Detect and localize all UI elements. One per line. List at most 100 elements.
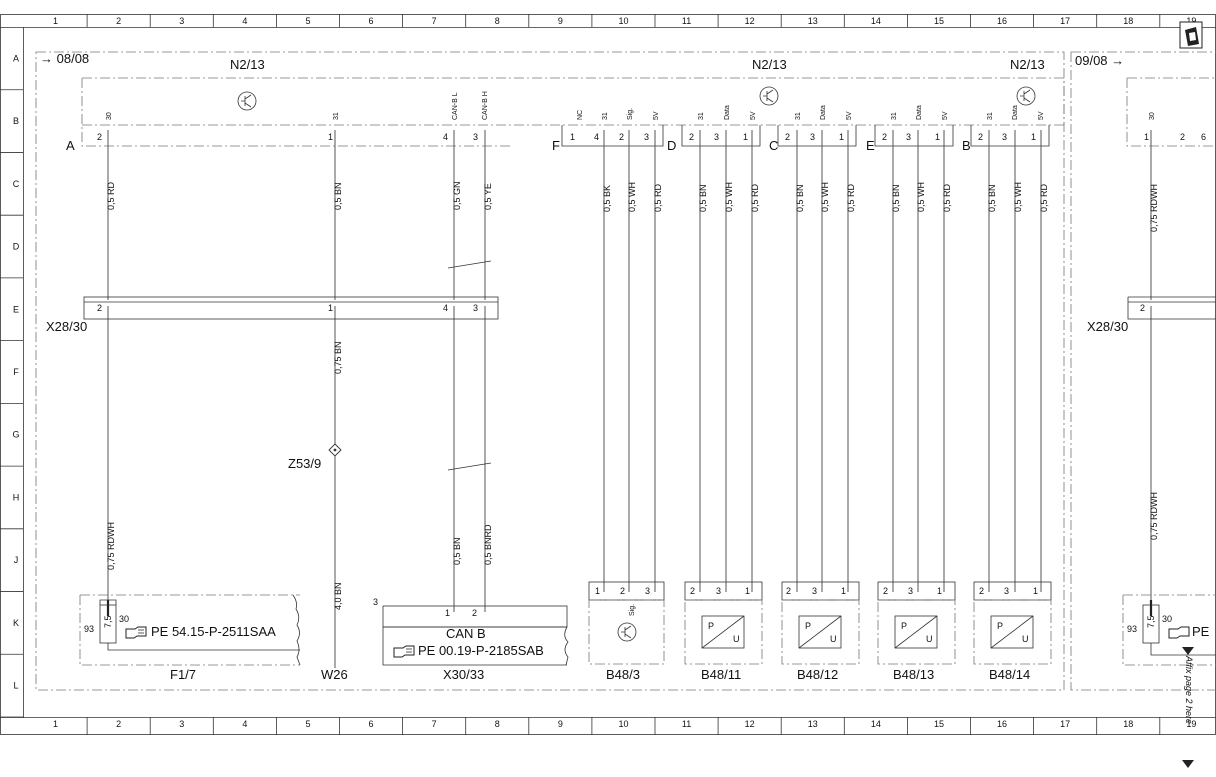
svg-text:1: 1 <box>595 586 600 596</box>
svg-text:2: 2 <box>883 586 888 596</box>
svg-text:30: 30 <box>106 112 113 120</box>
svg-text:0,5 YE: 0,5 YE <box>483 183 493 210</box>
z53-9-label: Z53/9 <box>288 456 321 471</box>
w26-label: W26 <box>321 667 348 682</box>
right-reference-link[interactable]: PE <box>1192 624 1210 639</box>
fuse-box-right-partial[interactable] <box>1122 594 1216 666</box>
sensor-b48-14[interactable] <box>973 581 1052 665</box>
x30-33-label: X30/33 <box>443 667 484 682</box>
column-label: 1 <box>53 16 58 26</box>
svg-text:5V: 5V <box>1038 111 1045 120</box>
b48-11-label: B48/11 <box>701 667 741 682</box>
svg-text:Data: Data <box>820 105 827 120</box>
svg-text:0,5 BN: 0,5 BN <box>698 184 708 212</box>
column-label: 16 <box>997 16 1007 26</box>
svg-text:0,5 BNRD: 0,5 BNRD <box>483 524 493 565</box>
column-label: 12 <box>745 16 755 26</box>
svg-text:31: 31 <box>795 112 802 120</box>
svg-text:Data: Data <box>1012 105 1019 120</box>
z53-9-splice[interactable] <box>328 443 342 457</box>
svg-text:2: 2 <box>785 132 790 142</box>
svg-text:5V: 5V <box>846 111 853 120</box>
row-label: B <box>13 116 19 126</box>
sensor-b48-11[interactable] <box>684 581 763 665</box>
column-grid: 1122334455667788991010111112121313141415… <box>53 14 1196 735</box>
column-label: 3 <box>179 719 184 729</box>
svg-text:3: 3 <box>644 132 649 142</box>
page-ref-left[interactable]: → 08/08 <box>40 51 89 66</box>
column-label: 17 <box>1060 719 1070 729</box>
column-label: 4 <box>242 16 247 26</box>
sensor-b48-12[interactable] <box>781 581 860 665</box>
can-pin-2: 2 <box>472 608 477 618</box>
pin-labels: 30 31 CAN-B L CAN-B H NC 31 Sig. 5V 31 D… <box>106 91 1156 120</box>
svg-text:6: 6 <box>1201 132 1206 142</box>
svg-text:1: 1 <box>1031 132 1036 142</box>
svg-text:0,75 RDWH: 0,75 RDWH <box>106 522 116 570</box>
svg-text:Sig.: Sig. <box>629 604 636 616</box>
column-label: 5 <box>305 719 310 729</box>
sensor-b48-3[interactable] <box>588 581 665 665</box>
manual-reference-icon <box>1168 626 1190 639</box>
sensor-b48-13[interactable] <box>877 581 956 665</box>
row-label: D <box>13 242 20 252</box>
svg-text:3: 3 <box>1002 132 1007 142</box>
svg-text:31: 31 <box>891 112 898 120</box>
right-fuse-rating: 7,5 <box>1146 615 1156 628</box>
svg-text:U: U <box>1022 634 1029 644</box>
connector-d: D <box>667 138 676 153</box>
row-label: L <box>13 681 18 691</box>
svg-text:2: 2 <box>1180 132 1185 142</box>
column-label: 10 <box>618 719 628 729</box>
x28-30-connector[interactable] <box>83 296 1216 320</box>
column-label: 11 <box>682 16 691 26</box>
fuse-box-f1-7[interactable] <box>79 594 301 666</box>
svg-text:4,0 BN: 4,0 BN <box>333 582 343 610</box>
column-label: 1 <box>53 719 58 729</box>
column-label: 9 <box>558 16 563 26</box>
svg-text:0,5 BN: 0,5 BN <box>452 537 462 565</box>
svg-text:2: 2 <box>97 303 102 313</box>
b48-13-label: B48/13 <box>893 667 934 682</box>
fuse-terminal: 30 <box>119 614 129 624</box>
svg-text:3: 3 <box>473 303 478 313</box>
page-ref-right[interactable]: 09/08 → <box>1075 53 1124 68</box>
connector-b: B <box>962 138 971 153</box>
row-label: E <box>13 304 19 314</box>
column-label: 9 <box>558 719 563 729</box>
svg-text:Data: Data <box>916 105 923 120</box>
fuse-reference-link[interactable]: PE 54.15-P-2511SAA <box>151 624 276 639</box>
x28-30-label: X28/30 <box>46 319 87 334</box>
can-b-block[interactable] <box>382 605 569 666</box>
svg-text:0,75 RDWH: 0,75 RDWH <box>1149 184 1159 232</box>
svg-text:0,5 RD: 0,5 RD <box>846 183 856 212</box>
can-pin-1: 1 <box>445 608 450 618</box>
sensor-group <box>588 581 1052 665</box>
svg-text:2: 2 <box>97 132 102 142</box>
column-label: 7 <box>432 719 437 729</box>
column-label: 16 <box>997 719 1007 729</box>
connector-c: C <box>769 138 778 153</box>
svg-text:5V: 5V <box>750 111 757 120</box>
b48-3-label: B48/3 <box>606 667 640 682</box>
connector-a: A <box>66 138 75 153</box>
right-fuse-terminal: 30 <box>1162 614 1172 624</box>
affix-arrow-icon <box>1182 647 1194 768</box>
svg-text:4: 4 <box>594 132 599 142</box>
svg-text:CAN-B H: CAN-B H <box>482 91 489 120</box>
can-block-index: 3 <box>373 597 378 607</box>
column-label: 15 <box>934 719 944 729</box>
column-label: 6 <box>369 16 374 26</box>
svg-text:0,5 WH: 0,5 WH <box>1013 182 1023 212</box>
fuse-number: 93 <box>84 624 94 634</box>
svg-text:P: P <box>708 621 714 631</box>
column-label: 18 <box>1123 719 1133 729</box>
svg-text:P: P <box>805 621 811 631</box>
svg-text:3: 3 <box>812 586 817 596</box>
svg-text:3: 3 <box>473 132 478 142</box>
svg-text:0,5 BN: 0,5 BN <box>333 182 343 210</box>
can-reference-link[interactable]: PE 00.19-P-2185SAB <box>418 643 544 658</box>
row-label: F <box>13 367 19 377</box>
svg-text:0,5 BN: 0,5 BN <box>891 184 901 212</box>
